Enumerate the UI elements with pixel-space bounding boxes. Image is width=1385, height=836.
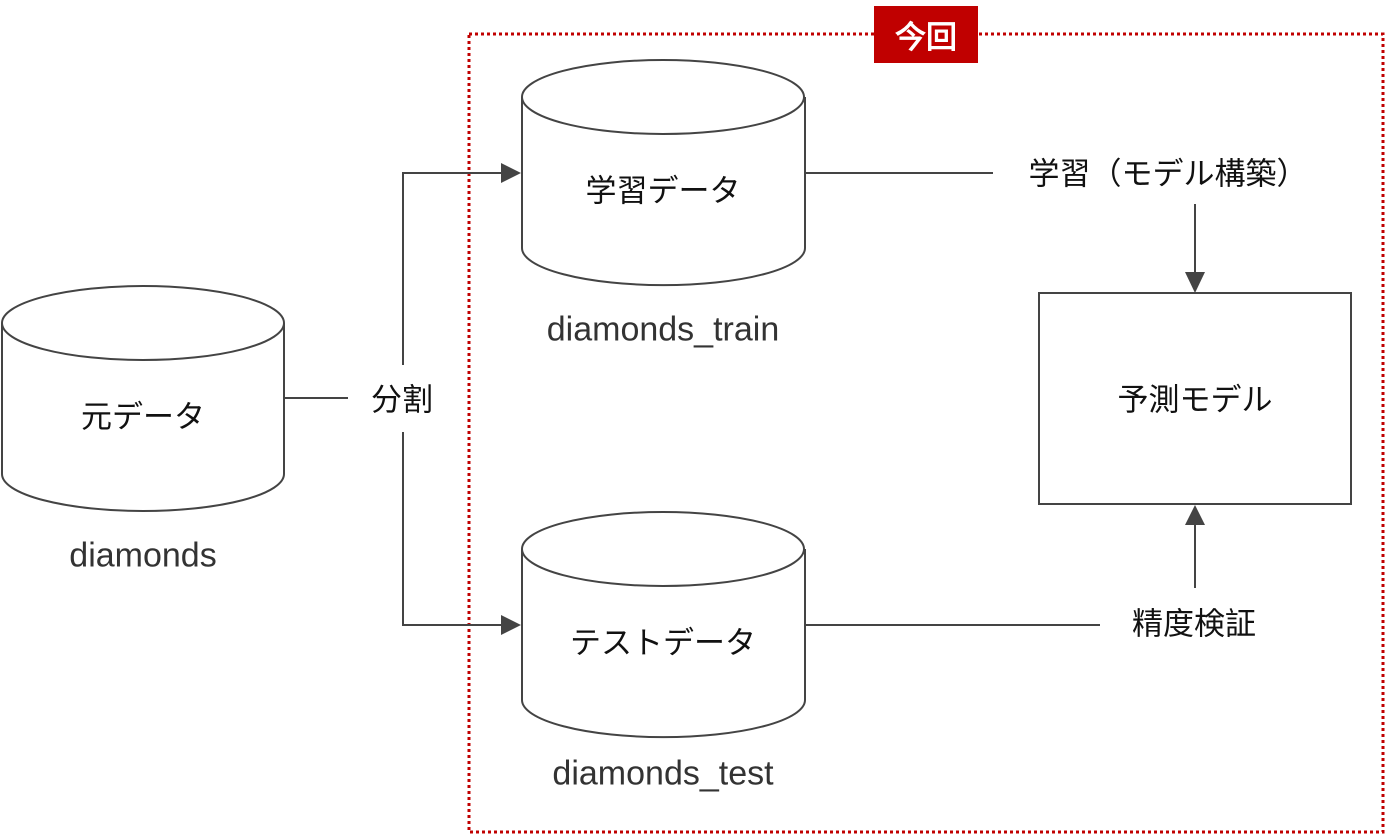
cylinder-test <box>521 511 806 739</box>
arrow-up-icon <box>1185 505 1205 525</box>
split-to-test-line <box>402 432 505 626</box>
split-label: 分割 <box>371 382 433 419</box>
scope-badge: 今回 <box>874 6 978 63</box>
arrow-to-test-icon <box>501 615 521 635</box>
source-title: 元データ <box>81 399 205 436</box>
model-title: 予測モデル <box>1117 382 1273 419</box>
cylinder-train <box>521 59 806 287</box>
connectors <box>285 172 1196 626</box>
arrow-down-icon <box>1185 272 1205 293</box>
train-edge-label: 学習（モデル構築） <box>1028 156 1308 193</box>
train-title: 学習データ <box>585 173 741 210</box>
validate-edge-label: 精度検証 <box>1132 606 1256 643</box>
train-name: diamonds_train <box>546 310 780 349</box>
arrow-to-train-icon <box>501 163 521 183</box>
split-to-train-line <box>402 172 505 365</box>
test-name: diamonds_test <box>552 754 774 793</box>
test-title: テストデータ <box>570 625 756 662</box>
source-name: diamonds <box>69 536 217 575</box>
cylinder-source <box>1 285 285 512</box>
